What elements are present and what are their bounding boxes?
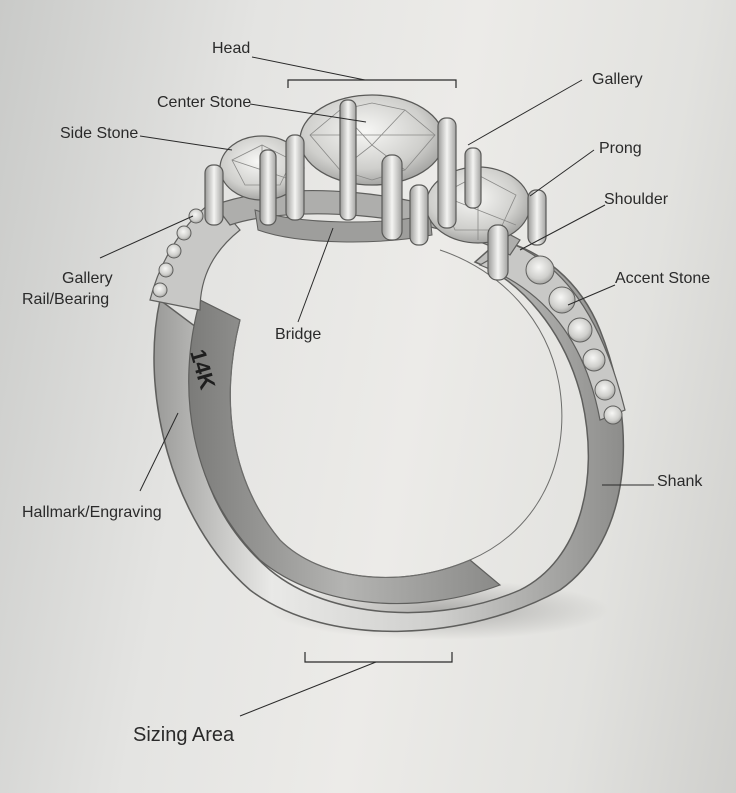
center-stone (300, 95, 444, 185)
label-gallery: Gallery (592, 70, 643, 90)
label-head: Head (212, 39, 250, 59)
label-gallery-rail-line2: Rail/Bearing (22, 290, 109, 310)
label-side-stone: Side Stone (60, 124, 138, 144)
sizing-bracket (305, 652, 452, 662)
label-sizing-area: Sizing Area (133, 723, 234, 747)
label-shoulder: Shoulder (604, 190, 668, 210)
label-accent-stone: Accent Stone (615, 269, 710, 289)
label-hallmark: Hallmark/Engraving (22, 503, 162, 523)
label-gallery-rail-line1: Gallery (62, 269, 113, 289)
label-center-stone: Center Stone (157, 93, 251, 113)
label-shank: Shank (657, 472, 702, 492)
head-bracket (288, 80, 456, 88)
right-accent-stones (526, 256, 622, 424)
label-prong: Prong (599, 139, 642, 159)
label-bridge: Bridge (275, 325, 321, 345)
